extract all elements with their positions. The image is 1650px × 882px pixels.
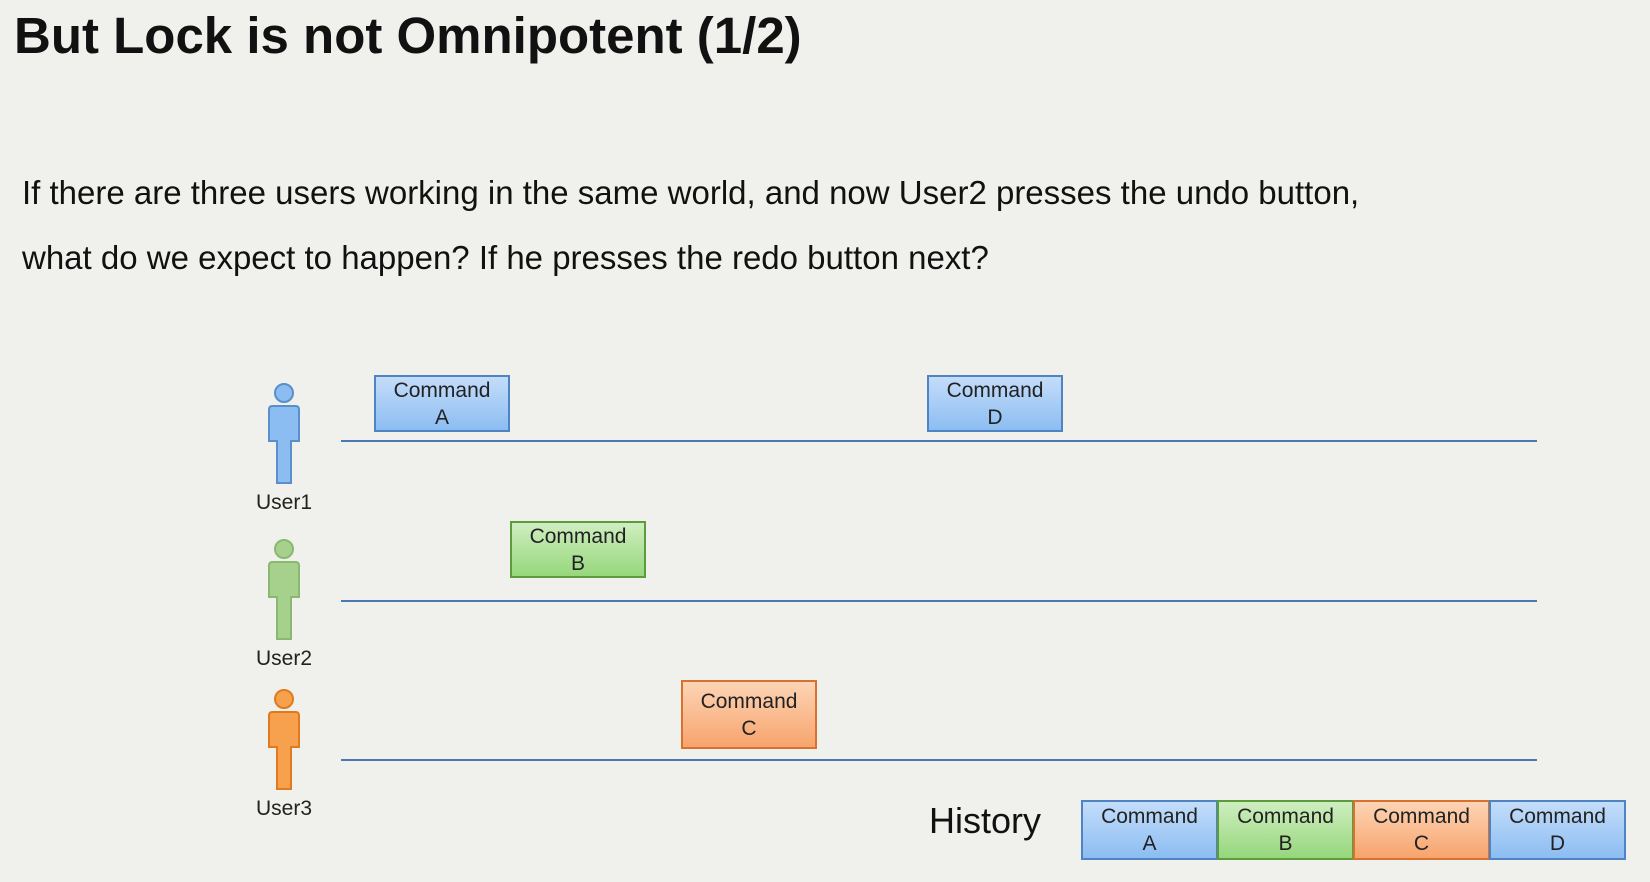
user2-label: User2 [255, 647, 313, 670]
user1: User1 [234, 383, 334, 515]
question-text: If there are three users working in the … [22, 174, 1360, 276]
user2: User2 [234, 539, 334, 671]
user2-timeline [341, 600, 1537, 602]
history-item-a: Command A [1081, 800, 1218, 860]
history-label: History [929, 800, 1042, 841]
person-icon [268, 539, 300, 640]
command-d-box: Command D [927, 375, 1063, 432]
user3: User3 [234, 689, 334, 821]
command-letter: D [1549, 832, 1566, 855]
command-label: Command [1373, 805, 1470, 828]
user1-label: User1 [255, 491, 313, 514]
slide-title: But Lock is not Omnipotent (1/2) [14, 7, 802, 64]
user3-timeline [341, 759, 1537, 761]
command-a-box: Command A [374, 375, 510, 432]
command-letter: D [987, 405, 1003, 429]
command-letter: B [1278, 832, 1293, 855]
user1-timeline [341, 440, 1537, 442]
history-item-c: Command C [1353, 800, 1490, 860]
command-label: Command [700, 689, 798, 713]
user3-label: User3 [255, 797, 313, 820]
person-icon [268, 689, 300, 790]
command-label: Command [393, 378, 491, 402]
person-icon [268, 383, 300, 484]
command-label: Command [1509, 805, 1606, 828]
history-bar: Command A Command B Command C Command D [1081, 800, 1626, 860]
command-label: Command [946, 378, 1044, 402]
command-c-box: Command C [681, 680, 817, 749]
history-item-d: Command D [1489, 800, 1626, 860]
command-letter: A [1142, 832, 1157, 855]
command-label: Command [1237, 805, 1334, 828]
command-letter: C [1413, 832, 1430, 855]
command-letter: A [434, 405, 449, 429]
command-letter: C [741, 716, 757, 740]
command-label: Command [1101, 805, 1198, 828]
command-b-box: Command B [510, 521, 646, 578]
command-letter: B [570, 551, 585, 575]
history-item-b: Command B [1217, 800, 1354, 860]
command-label: Command [529, 524, 627, 548]
